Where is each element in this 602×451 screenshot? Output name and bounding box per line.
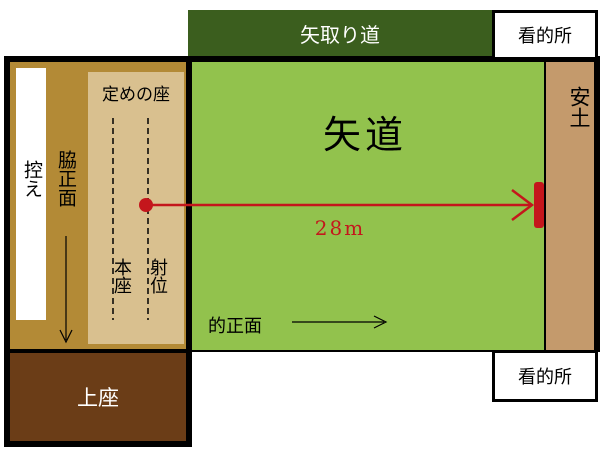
distance-label: 28m	[314, 216, 366, 240]
matodokoro-top-label: 看的所	[518, 26, 572, 47]
mato-shomen-arrow-head	[373, 315, 388, 329]
matodokoro-top: 看的所	[492, 10, 598, 60]
kamiza-area: 上座	[10, 353, 186, 441]
waki-shomen-arrow-head	[59, 329, 73, 344]
mato-target	[534, 182, 544, 228]
azuchi-label: 安土	[567, 86, 591, 128]
distance-arrow-head	[511, 189, 535, 221]
mato-shomen-label: 的正面	[208, 316, 262, 337]
matodokoro-bottom: 看的所	[492, 350, 598, 402]
hikae-label: 控え	[21, 160, 43, 198]
azuchi-mound	[546, 62, 594, 350]
hikae-area	[16, 68, 46, 320]
sadame-no-za-label: 定めの座	[102, 85, 170, 105]
shai-position-dot	[139, 198, 153, 212]
honza-label: 本座	[111, 258, 132, 294]
yatori-michi: 矢取り道	[188, 10, 492, 56]
yamichi-label: 矢道	[322, 113, 407, 157]
za-area	[88, 72, 184, 344]
shai-label: 射位	[147, 258, 168, 294]
matodokoro-bottom-label: 看的所	[518, 367, 572, 388]
yatori-michi-label: 矢取り道	[300, 22, 380, 47]
kamiza-label: 上座	[77, 386, 119, 410]
waki-shomen-label: 脇正面	[55, 150, 77, 207]
